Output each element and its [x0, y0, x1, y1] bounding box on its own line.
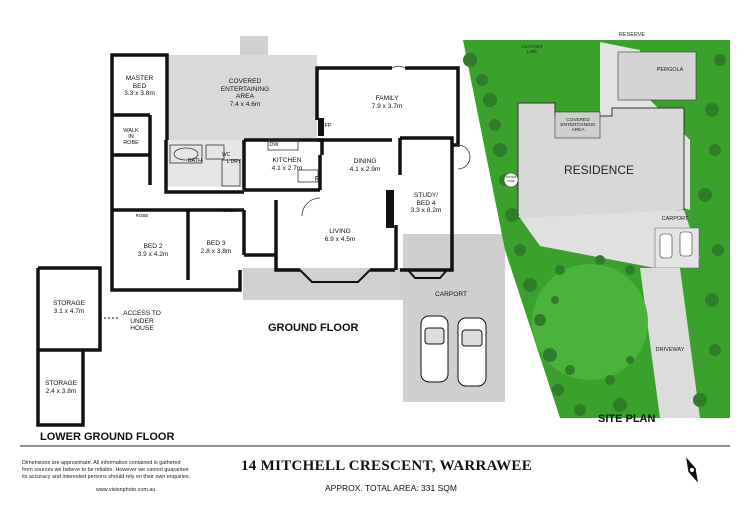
front-paving	[243, 268, 408, 300]
site-covered-area	[554, 111, 601, 139]
site-label-reserve: RESERVE	[618, 32, 646, 38]
room-dim: 2.4 x 3.8m	[45, 387, 77, 395]
room-dim: 3.9 x 4.2m	[137, 250, 169, 258]
label-fridge: F	[314, 176, 320, 183]
room-name: STORAGE	[52, 300, 86, 307]
fireplace-dining	[386, 190, 394, 228]
room-family: FAMILY 7.9 x 3.7m	[362, 95, 412, 110]
covered-entertaining-floor	[167, 55, 317, 140]
room-name: LIVING	[329, 228, 351, 235]
study-bay-window	[407, 269, 448, 279]
label-fp-family: FP	[324, 123, 332, 129]
label-carport: CARPORT	[434, 291, 468, 298]
site-label-pergola: PERGOLA	[656, 67, 684, 73]
room-kitchen: KITCHEN 4.1 x 2.7m	[262, 157, 312, 172]
website-link[interactable]: www.visionphoto.com.au	[96, 487, 156, 493]
room-dim: 7.4 x 4.6m	[229, 100, 261, 108]
room-study: STUDY/ BED 4 3.3 x 8.2m	[404, 192, 448, 215]
room-dining: DINING 4.1 x 2.9m	[340, 158, 390, 173]
label-fp-dining: FP	[386, 216, 394, 222]
room-name: STORAGE	[44, 380, 78, 387]
room-dim: 4.1 x 2.9m	[349, 165, 381, 173]
carport-slab	[403, 234, 505, 402]
site-car-2	[679, 231, 693, 257]
compass-icon	[686, 457, 698, 483]
room-name: FAMILY	[375, 95, 399, 102]
label-access-under-house: ACCESS TO UNDER HOUSE	[123, 310, 161, 332]
carport-cars	[420, 315, 487, 387]
room-master-bed: MASTER BED 3.3 x 3.8m	[117, 75, 162, 98]
room-ldry: L'DRY	[226, 159, 242, 165]
pergola-block	[617, 51, 697, 101]
disclaimer-text: Dimensions are approximate. All informat…	[22, 460, 191, 480]
room-walk-in-robe: WALK IN ROBE	[123, 128, 139, 146]
room-name: MASTER BED	[125, 75, 154, 90]
room-name: BED 3	[206, 240, 226, 247]
room-dim: 7.9 x 3.7m	[371, 102, 403, 110]
site-label-covered-area: COVERED ENTERTAINING AREA	[560, 118, 596, 134]
room-bed3: BED 3 2.8 x 3.8m	[192, 240, 240, 255]
room-name: BED 2	[143, 243, 163, 250]
fixtures	[169, 65, 471, 217]
room-dim: 6.9 x 4.5m	[324, 235, 356, 243]
wet-area-floor	[166, 140, 244, 187]
site-label-driveway: DRIVEWAY	[655, 347, 685, 353]
rear-steps	[240, 36, 268, 56]
room-name: KITCHEN	[272, 157, 302, 164]
site-label-clothes-line: CLOTHES LINE	[521, 44, 543, 54]
site-label-water-tank: WATER TANK	[505, 175, 517, 183]
living-bay-window	[299, 269, 371, 283]
room-dim: 2.8 x 3.8m	[200, 247, 232, 255]
site-car-1	[659, 233, 673, 259]
total-area: APPROX. TOTAL AREA: 331 SQM	[325, 483, 457, 493]
room-bath: BATH	[187, 158, 203, 164]
label-linen: LINEN	[223, 208, 237, 213]
room-bed2: BED 2 3.9 x 4.2m	[128, 243, 178, 258]
site-label-residence: RESIDENCE	[563, 163, 634, 177]
site-driveway	[640, 268, 700, 418]
room-storage-1: STORAGE 3.1 x 4.7m	[44, 300, 94, 315]
room-name: COVERED ENTERTAINING AREA	[220, 78, 270, 100]
lower-ground-walls	[36, 266, 102, 427]
ground-floor-walls	[110, 53, 460, 292]
caption-site-plan: SITE PLAN	[598, 413, 656, 425]
site-pond-lawn	[532, 264, 648, 380]
room-dim: 4.1 x 2.7m	[271, 164, 303, 172]
caption-ground-floor: GROUND FLOOR	[268, 322, 359, 334]
label-dw: DW	[269, 142, 279, 148]
water-tank	[503, 172, 519, 188]
room-dim: 3.3 x 3.8m	[124, 90, 155, 97]
site-label-carport: CARPORT	[661, 216, 689, 222]
room-name: STUDY/ BED 4	[413, 192, 439, 207]
fireplace-family	[318, 118, 324, 136]
room-dim: 3.3 x 8.2m	[410, 207, 442, 214]
room-dim: 3.1 x 4.7m	[53, 307, 85, 315]
room-living: LIVING 6.9 x 4.5m	[315, 228, 365, 243]
room-covered-entertaining: COVERED ENTERTAINING AREA 7.4 x 4.6m	[210, 78, 280, 108]
label-robe: ROBE	[135, 213, 149, 218]
property-title: 14 MITCHELL CRESCENT, WARRAWEE	[241, 458, 533, 474]
room-name: DINING	[353, 158, 377, 165]
caption-lower-ground-floor: LOWER GROUND FLOOR	[40, 431, 175, 443]
room-storage-2: STORAGE 2.4 x 3.8m	[40, 380, 82, 395]
room-wc: WC	[221, 152, 231, 158]
